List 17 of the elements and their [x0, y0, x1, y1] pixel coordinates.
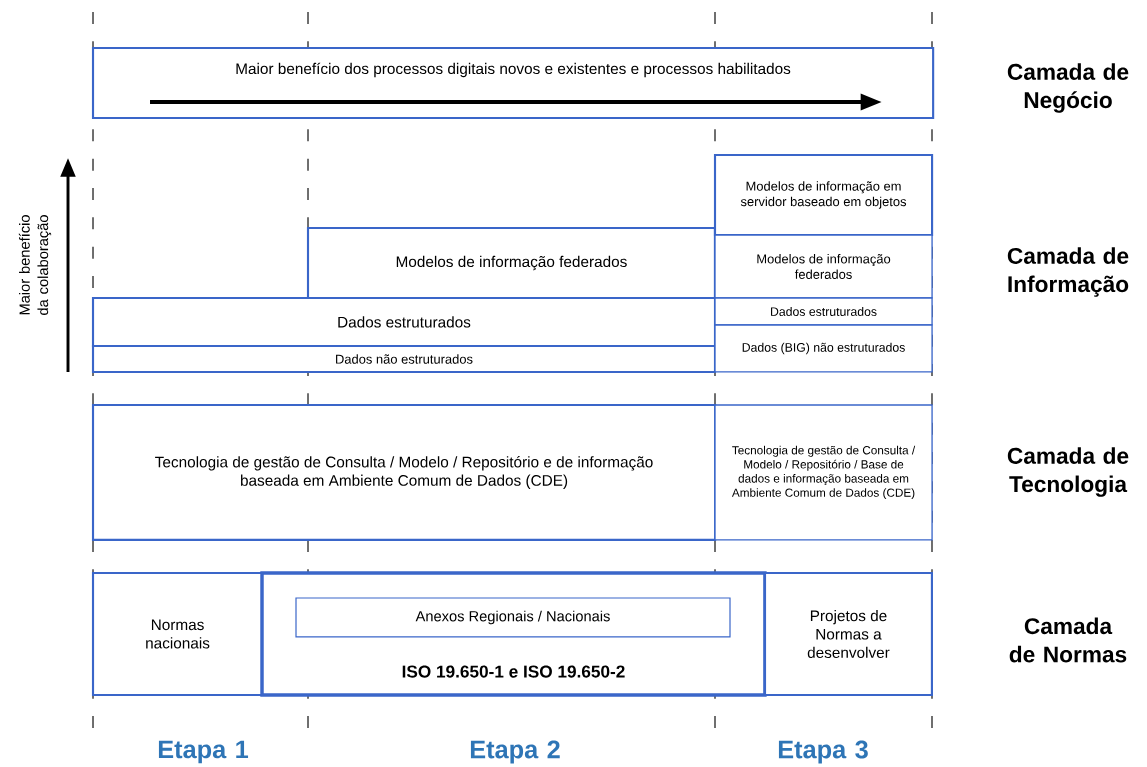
layer-box: Modelos de informação em servidor baseado em objetos [713, 153, 934, 237]
banner-box: Maior benefício dos processos digitais novos e existentes e processos habilitados [91, 46, 935, 120]
annex-box: Anexos Regionais / Nacionais [295, 597, 731, 638]
layer-box: Tecnologia de gestão de Consulta / Modelo / Repositório / Base de dados e informação baseada em Ambiente Comum de Dados (CDE) [714, 404, 933, 541]
layer-box: Projetos de Normas a desenvolver [763, 571, 933, 697]
layer-box: Normas nacionais [91, 571, 264, 697]
layer-box: Dados não estruturados [91, 344, 717, 374]
stage-label: Etapa 1 [158, 740, 249, 764]
stage-label: Etapa 3 [778, 740, 868, 764]
layer-label: Camada de Informação [1007, 247, 1129, 297]
layer-box: Dados estruturados [714, 297, 933, 326]
layer-label: Camada de Tecnologia [1007, 447, 1129, 497]
axis-label: Maior benefício da colaboração [18, 215, 52, 315]
layer-label: Camada de Negócio [1007, 63, 1129, 113]
stage-label: Etapa 2 [470, 740, 560, 764]
layer-box: Dados (BIG) não estruturados [714, 324, 933, 373]
layer-label: Camada de Normas [1009, 617, 1127, 663]
